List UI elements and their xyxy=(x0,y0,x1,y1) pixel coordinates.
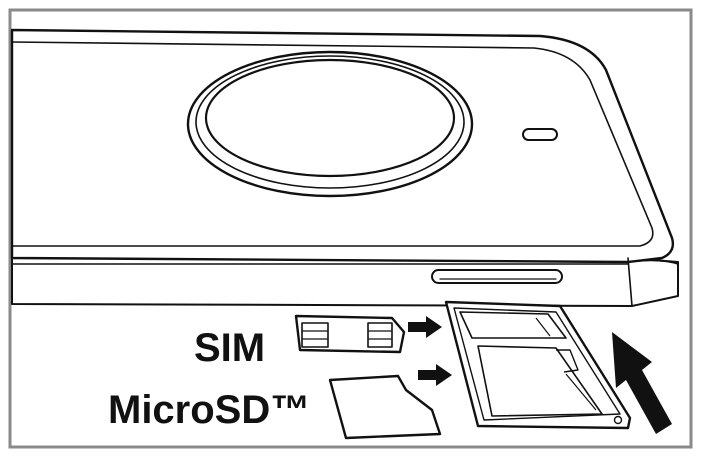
tray-microsd-slot xyxy=(477,345,603,417)
side-button-slot xyxy=(431,269,563,284)
tray-microsd-edge xyxy=(565,373,597,411)
camera-module xyxy=(186,50,474,198)
tray-pin-hole xyxy=(613,415,623,425)
phone-corner-curve xyxy=(627,259,679,265)
flash-icon xyxy=(522,128,558,141)
sim-tray xyxy=(444,300,632,430)
right-arrow-icon xyxy=(408,316,442,338)
phone-bevel-line xyxy=(11,41,654,247)
right-arrow-icon xyxy=(418,364,452,386)
camera-lens xyxy=(204,58,456,178)
tray-microsd-step xyxy=(556,349,579,373)
tray-sim-slot xyxy=(459,311,567,339)
microsd-label: MicroSD™ xyxy=(108,388,310,432)
figure-frame xyxy=(8,8,693,449)
sim-label: SIM xyxy=(194,326,265,370)
sim-card-icon xyxy=(294,314,406,354)
tray-sim-slot-edge xyxy=(535,317,551,337)
phone-side-face xyxy=(11,257,679,307)
phone-side-corner xyxy=(627,257,633,307)
up-arrow-icon xyxy=(612,332,672,434)
microsd-card-icon xyxy=(328,374,442,440)
